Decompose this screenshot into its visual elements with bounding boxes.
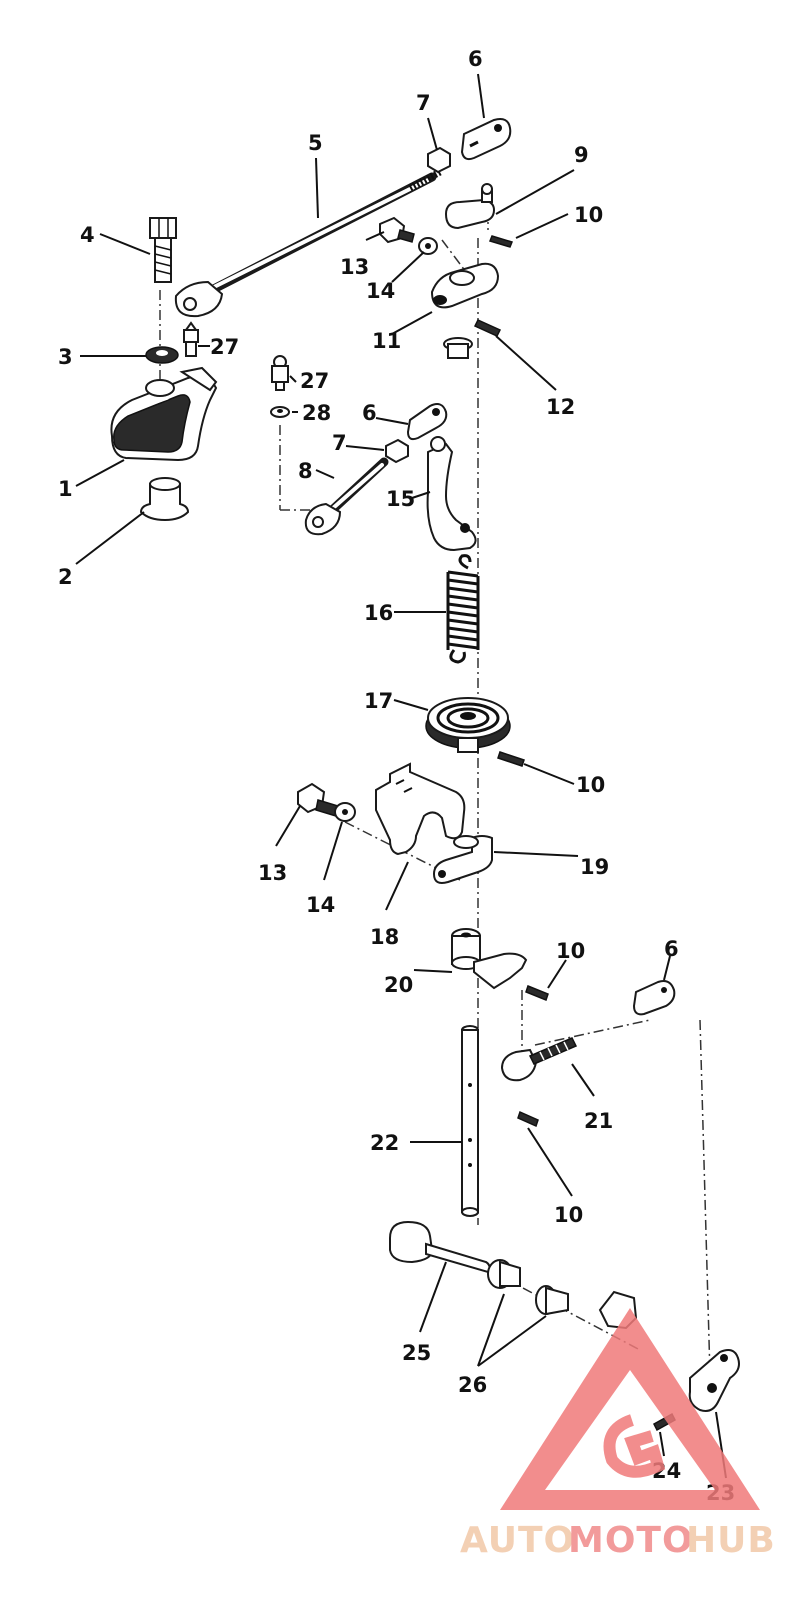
- part-6-rod-end-lower: [632, 980, 676, 1016]
- watermark-logo: AUTO MOTO HUB: [460, 1308, 776, 1561]
- part-26-bushing-b: [535, 1285, 569, 1316]
- label-10-d: 10: [554, 1203, 583, 1227]
- label-17: 17: [364, 689, 393, 713]
- label-9: 9: [574, 143, 589, 167]
- watermark-auto: AUTO: [460, 1520, 575, 1561]
- centerlines: [159, 188, 711, 1376]
- part-7-nut-middle: [385, 438, 409, 464]
- label-15: 15: [386, 487, 415, 511]
- label-7-middle: 7: [332, 431, 347, 455]
- watermark-moto: MOTO: [568, 1520, 694, 1561]
- label-25: 25: [402, 1341, 431, 1365]
- label-21: 21: [584, 1109, 613, 1133]
- label-7-upper: 7: [416, 91, 431, 115]
- part-16-spring: [446, 554, 480, 664]
- label-11: 11: [372, 329, 401, 353]
- part-15-bell-crank: [426, 436, 477, 552]
- label-5: 5: [308, 131, 323, 155]
- part-26-bushing-a: [487, 1259, 521, 1289]
- label-22: 22: [370, 1131, 399, 1155]
- label-18: 18: [370, 925, 399, 949]
- part-27-ball-stud-upper: [183, 321, 199, 357]
- upper-bushing: [443, 337, 473, 359]
- part-7-nut-upper: [427, 146, 451, 174]
- part-27-ball-stud-lower: [271, 355, 289, 391]
- label-13-upper: 13: [340, 255, 369, 279]
- label-14-upper: 14: [366, 279, 395, 303]
- part-14-washer-upper: [418, 237, 438, 255]
- part-4-bolt: [149, 217, 177, 283]
- leader-lines: [75, 73, 727, 1479]
- part-2-bushing: [139, 477, 190, 522]
- part-19-collar: [432, 835, 493, 884]
- label-13-middle: 13: [258, 861, 287, 885]
- part-18-bracket: [375, 762, 466, 856]
- label-27-upper: 27: [210, 335, 239, 359]
- label-6-lower: 6: [664, 937, 679, 961]
- label-4: 4: [80, 223, 95, 247]
- part-17-spring-drum: [425, 697, 511, 753]
- label-8: 8: [298, 459, 313, 483]
- part-3-lockwasher: [145, 346, 179, 364]
- part-1-shift-lever: [110, 366, 218, 462]
- part-25-detent-shaft: [389, 1220, 491, 1274]
- label-1: 1: [58, 477, 73, 501]
- part-10-pin-2: [497, 751, 525, 767]
- part-13-screw-upper: [379, 216, 415, 244]
- label-10-b: 10: [576, 773, 605, 797]
- part-10-pin-1: [488, 235, 514, 248]
- part-9-ball-lever: [444, 183, 496, 230]
- part-13-screw-middle: [297, 782, 339, 817]
- part-28-washer: [270, 406, 290, 418]
- label-14-middle: 14: [306, 893, 335, 917]
- callout-labels: 5 7 6 9 10 4 13 14 11 12 3 27 27 28 6 7 …: [58, 47, 735, 1505]
- part-21-adjusting-link: [500, 1037, 578, 1082]
- label-3: 3: [58, 345, 73, 369]
- part-10-pin-3: [525, 985, 549, 1001]
- label-26: 26: [458, 1373, 487, 1397]
- label-19: 19: [580, 855, 609, 879]
- label-16: 16: [364, 601, 393, 625]
- label-10-c: 10: [556, 939, 585, 963]
- label-28: 28: [302, 401, 331, 425]
- label-2: 2: [58, 565, 73, 589]
- label-27-lower: 27: [300, 369, 329, 393]
- part-20-shift-lever-collar: [451, 928, 528, 990]
- part-8-link-rod: [304, 457, 389, 536]
- watermark-triangle-icon: [500, 1308, 760, 1510]
- label-10-a: 10: [574, 203, 603, 227]
- label-6-middle: 6: [362, 401, 377, 425]
- label-20: 20: [384, 973, 413, 997]
- part-5-shift-rod: [174, 168, 442, 318]
- label-12: 12: [546, 395, 575, 419]
- part-10-pin-4: [517, 1110, 539, 1128]
- watermark-hub: HUB: [686, 1520, 776, 1561]
- part-6-rod-end-middle: [406, 403, 448, 441]
- part-11-clamp: [430, 262, 500, 309]
- part-6-rod-end-upper: [460, 118, 512, 161]
- part-22-shift-shaft: [461, 1025, 479, 1217]
- label-6-upper: 6: [468, 47, 483, 71]
- part-14-washer-middle: [334, 802, 356, 822]
